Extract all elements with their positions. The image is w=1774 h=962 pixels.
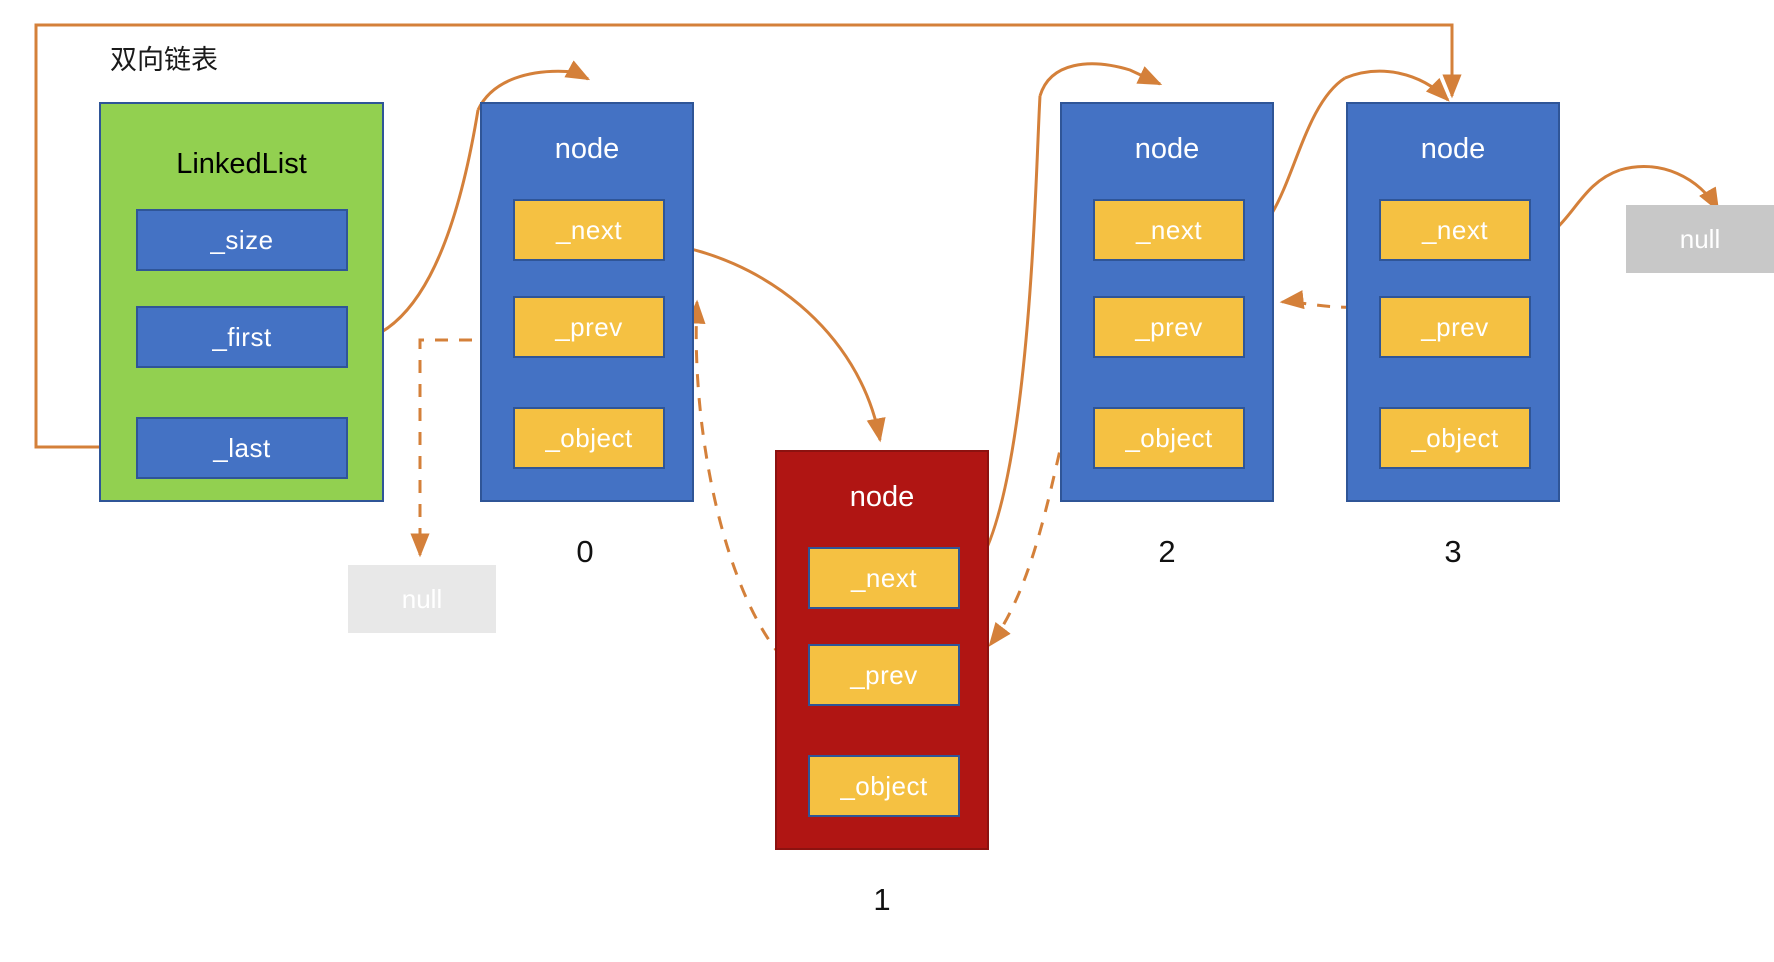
edge-node2-next-to-node3-head xyxy=(1344,69,1450,102)
node-0-field-prev: _prev xyxy=(513,296,665,358)
node-2-field-next: _next xyxy=(1093,199,1245,261)
node-3-title: node xyxy=(1420,133,1486,165)
null-box-right: null xyxy=(1626,205,1774,273)
node-1-title: node xyxy=(849,481,915,513)
node-3-field-object: _object xyxy=(1379,407,1531,469)
node-0-field-next: _next xyxy=(513,199,665,261)
node-0-title: node xyxy=(554,133,620,165)
node-2-title: node xyxy=(1134,133,1200,165)
node-1-field-object: _object xyxy=(808,755,960,817)
node-box-3: node _next _prev _object xyxy=(1346,102,1560,502)
node-3-field-prev: _prev xyxy=(1379,296,1531,358)
edge-node3-next-to-null-right-head xyxy=(1619,165,1720,213)
node-3-field-next: _next xyxy=(1379,199,1531,261)
node-box-1: node _next _prev _object xyxy=(775,450,989,850)
node-0-field-object: _object xyxy=(513,407,665,469)
node-1-field-prev: _prev xyxy=(808,644,960,706)
edge-node1-next-to-node2-head xyxy=(1038,62,1163,97)
diagram-title: 双向链表 xyxy=(110,45,218,75)
linkedlist-field-last: _last xyxy=(136,417,348,479)
node-1-field-next: _next xyxy=(808,547,960,609)
null-box-left: null xyxy=(348,565,496,633)
node-index-label-3: 3 xyxy=(1444,534,1462,569)
node-index-label-0: 0 xyxy=(576,534,594,569)
linkedlist-field-first: _first xyxy=(136,306,348,368)
node-2-field-object: _object xyxy=(1093,407,1245,469)
node-2-field-prev: _prev xyxy=(1093,296,1245,358)
node-index-label-1: 1 xyxy=(873,882,891,917)
linkedlist-field-size: _size xyxy=(136,209,348,271)
linkedlist-title: LinkedList xyxy=(176,148,307,180)
node-box-0: node _next _prev _object xyxy=(480,102,694,502)
node-index-label-2: 2 xyxy=(1158,534,1176,569)
node-box-2: node _next _prev _object xyxy=(1060,102,1274,502)
linkedlist-box: LinkedList _size _first _last xyxy=(99,102,384,502)
